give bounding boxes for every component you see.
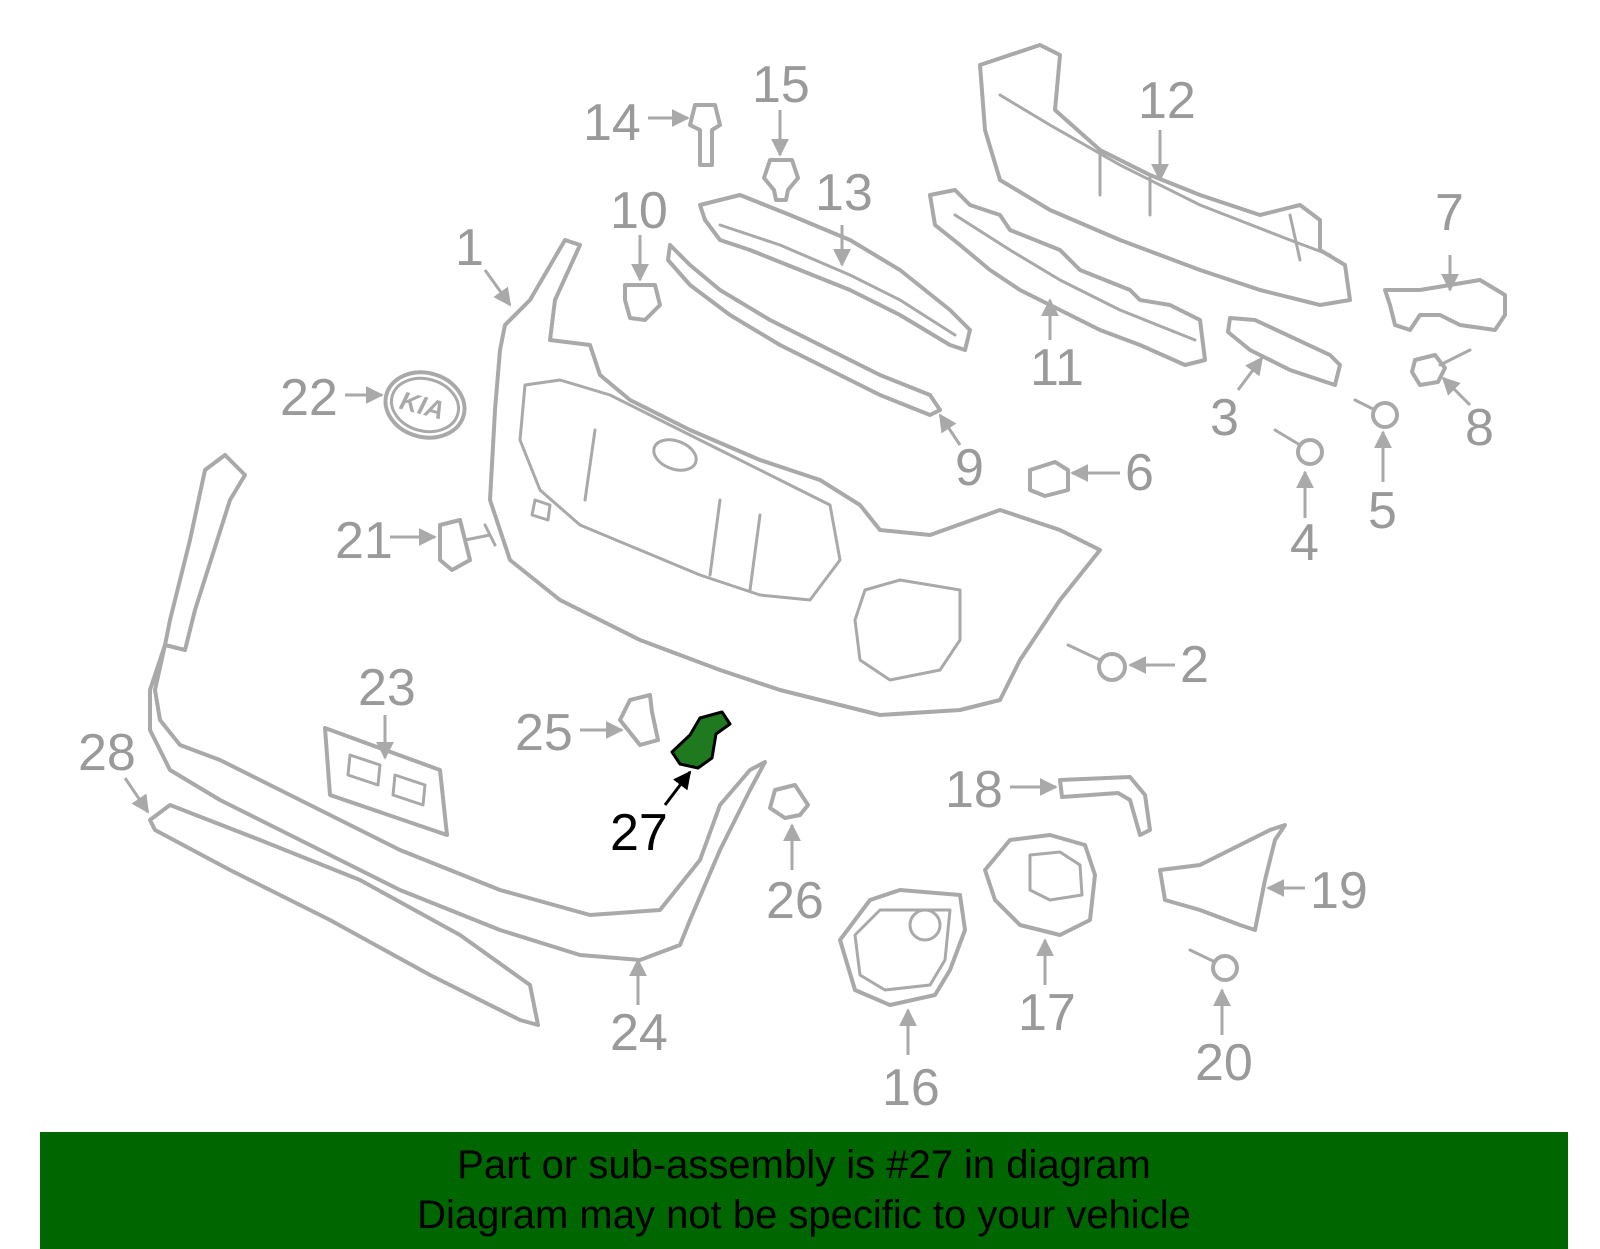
callout-8: 8 [1465, 399, 1494, 457]
part-5-screw [1353, 398, 1399, 429]
part-3-bracket-strip [1226, 316, 1342, 387]
callout-24: 24 [610, 1004, 668, 1062]
callout-19: 19 [1310, 862, 1368, 920]
banner-line-disclaimer: Diagram may not be specific to your vehi… [417, 1193, 1191, 1237]
part-26-retainer [768, 783, 810, 820]
callout-27-highlighted[interactable]: 27 [610, 804, 668, 862]
callout-12: 12 [1138, 72, 1196, 130]
callout-16: 16 [882, 1059, 940, 1117]
callout-28: 28 [78, 724, 136, 782]
callout-26: 26 [766, 872, 824, 930]
callout-1: 1 [455, 219, 484, 277]
part-8-nut [1410, 348, 1472, 387]
callout-5: 5 [1368, 482, 1397, 540]
callout-21: 21 [335, 512, 393, 570]
part-11-energy-absorber [928, 188, 1207, 367]
part-19-side-bracket [1158, 823, 1287, 932]
callout-3: 3 [1210, 389, 1239, 447]
part-2-screw [1066, 643, 1127, 682]
callout-15: 15 [752, 56, 810, 114]
part-14-bolt [688, 103, 722, 167]
part-1-bumper-cover [488, 238, 1102, 717]
part-16-fog-bezel [838, 888, 967, 1007]
part-7-side-bracket [1383, 278, 1507, 332]
callout-22: 22 [280, 369, 338, 427]
part-20-bolt [1188, 948, 1239, 982]
callout-25: 25 [515, 704, 573, 762]
callout-13: 13 [815, 164, 873, 222]
callout-9: 9 [955, 439, 984, 497]
part-4-bolt [1273, 428, 1324, 466]
part-21-bracket [438, 518, 497, 572]
part-25-clip [618, 693, 660, 747]
callout-23: 23 [358, 659, 416, 717]
part-17-fog-lamp [983, 833, 1097, 937]
part-10-clip [623, 283, 662, 322]
callout-20: 20 [1195, 1034, 1253, 1092]
part-24-lower-valance [148, 453, 767, 962]
callout-10: 10 [610, 182, 668, 240]
callout-17: 17 [1018, 984, 1076, 1042]
part-27-highlighted-bracket[interactable] [670, 710, 732, 770]
part-6-retainer [1028, 460, 1070, 498]
callout-2: 2 [1180, 636, 1209, 694]
part-12-reinforcement-beam [978, 43, 1352, 307]
callout-11: 11 [1030, 339, 1084, 397]
part-23-plate-bracket [323, 726, 449, 837]
emblem-lettering: KIA [397, 385, 448, 426]
callout-labels: 1 2 3 4 5 6 7 8 9 10 11 12 13 14 15 16 1… [78, 56, 1494, 1117]
info-banner: Part or sub-assembly is #27 in diagram D… [40, 1132, 1568, 1249]
part-13-upper-support [698, 193, 972, 352]
part-18-bracket [1058, 775, 1152, 837]
leader-lines [123, 109, 1472, 1055]
callout-18: 18 [945, 761, 1003, 819]
part-15-push-clip [762, 158, 800, 202]
callout-7: 7 [1435, 184, 1464, 242]
callout-6: 6 [1125, 444, 1154, 502]
callout-14: 14 [583, 94, 641, 152]
part-22-emblem: KIA [383, 370, 467, 440]
part-28-lower-molding [148, 803, 540, 1027]
part-9-molding-strip [666, 243, 942, 417]
callout-4: 4 [1290, 514, 1319, 572]
banner-line-part: Part or sub-assembly is #27 in diagram [457, 1143, 1151, 1187]
